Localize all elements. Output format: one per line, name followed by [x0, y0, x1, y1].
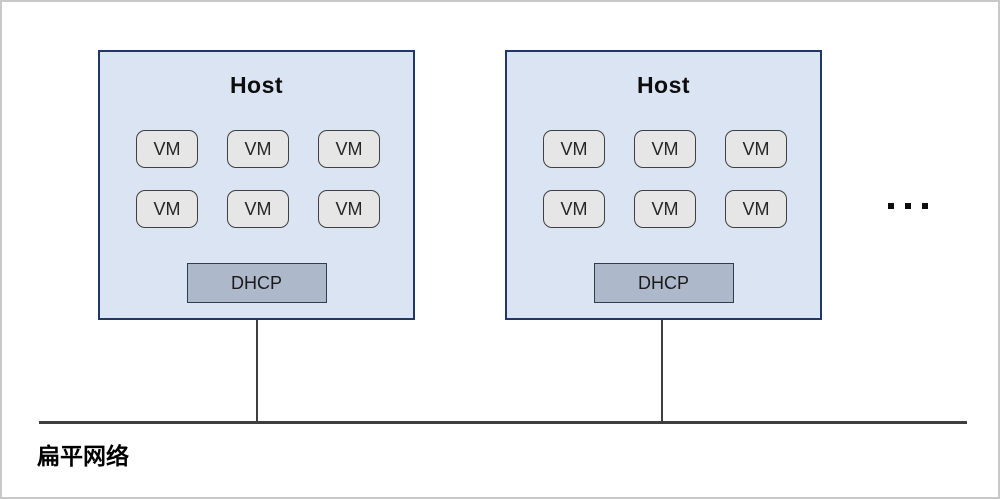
host-title: Host [229, 72, 284, 98]
host-box-2: Host VM VM VM VM VM VM DHCP [505, 50, 822, 320]
vm-box: VM [725, 130, 787, 168]
vm-box: VM [227, 130, 289, 168]
host-2-network-connector-line [661, 320, 663, 423]
dhcp-box: DHCP [593, 263, 734, 303]
network-label: 扁平网络 [37, 443, 129, 469]
vm-box: VM [543, 130, 605, 168]
dhcp-box: DHCP [186, 263, 327, 303]
vm-box: VM [725, 190, 787, 228]
ellipsis-icon [888, 203, 928, 209]
ellipsis-dot [905, 203, 911, 209]
vm-box: VM [318, 130, 380, 168]
vm-box: VM [227, 190, 289, 228]
host-1-network-connector-line [256, 320, 258, 423]
vm-box: VM [136, 130, 198, 168]
ellipsis-dot [888, 203, 894, 209]
flat-network-line [39, 421, 967, 424]
vm-box: VM [634, 130, 696, 168]
host-box-1: Host VM VM VM VM VM VM DHCP [98, 50, 415, 320]
vm-grid: VM VM VM VM VM VM [136, 130, 380, 228]
host-title: Host [636, 72, 691, 98]
vm-box: VM [136, 190, 198, 228]
vm-box: VM [318, 190, 380, 228]
vm-box: VM [543, 190, 605, 228]
vm-grid: VM VM VM VM VM VM [543, 130, 787, 228]
ellipsis-dot [922, 203, 928, 209]
vm-box: VM [634, 190, 696, 228]
